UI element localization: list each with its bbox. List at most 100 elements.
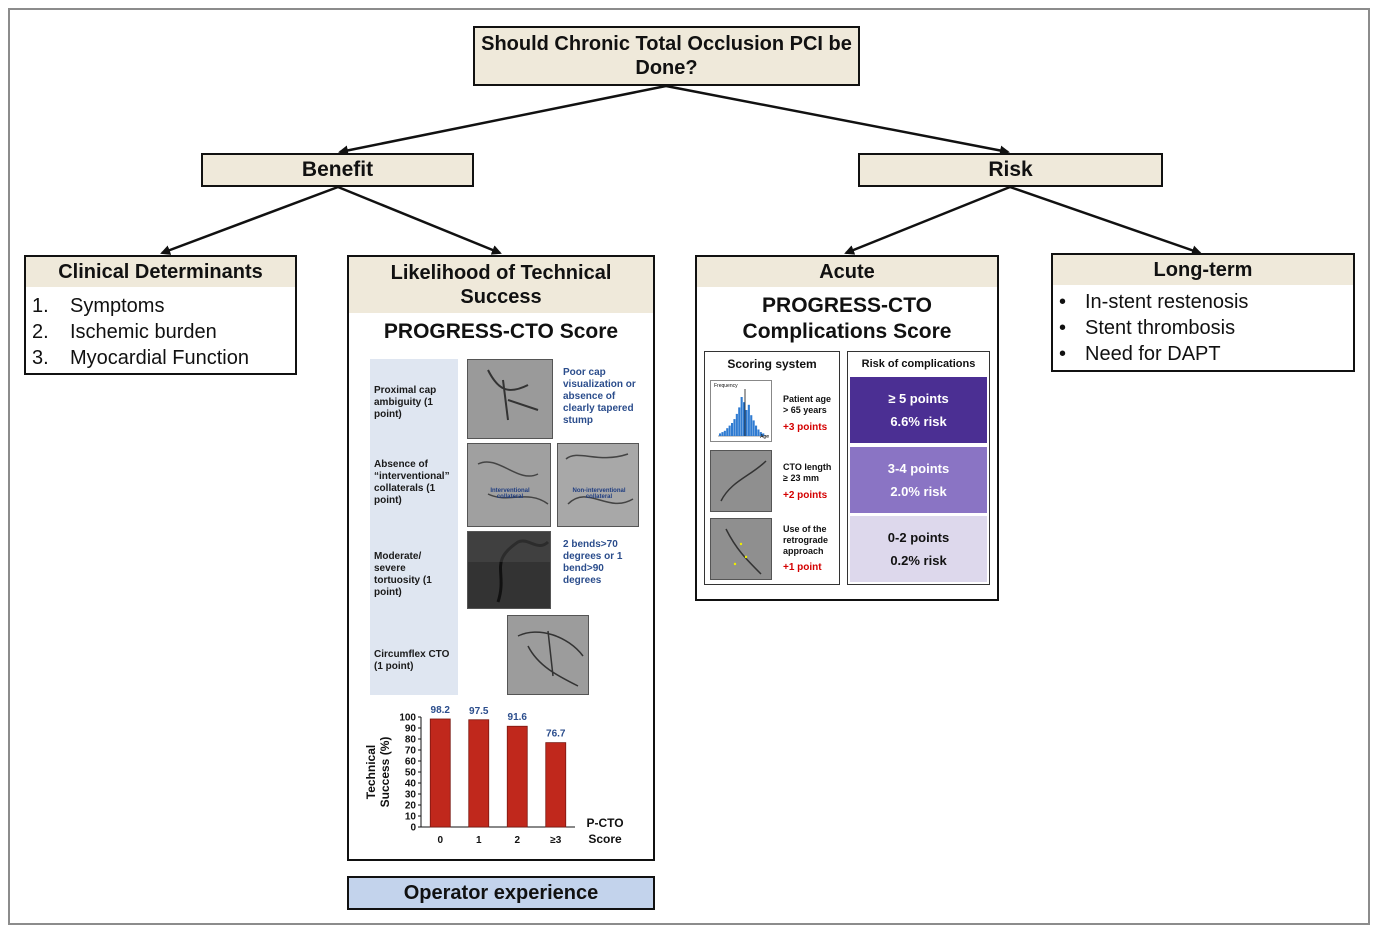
histogram-bar bbox=[762, 433, 765, 436]
technical-title: Likelihood of Technical Success bbox=[390, 262, 612, 308]
list-item: 2.Ischemic burden bbox=[32, 321, 217, 343]
x-axis-label: Score bbox=[588, 832, 622, 846]
acute-panel: PROGRESS-CTO Complications Score Scoring… bbox=[695, 287, 999, 601]
clinical-header: Clinical Determinants bbox=[24, 255, 297, 289]
scoring-item-retrograde: Use of the retrograde approach bbox=[783, 524, 829, 556]
histogram-bar bbox=[719, 433, 722, 436]
operator-experience-box: Operator experience bbox=[347, 876, 655, 910]
y-tick-label: 60 bbox=[405, 757, 417, 768]
risk-tier-low: 0-2 points 0.2% risk bbox=[850, 516, 987, 582]
risk-tier-high-risk: 6.6% risk bbox=[890, 414, 947, 429]
risk-tier-medium-risk: 2.0% risk bbox=[890, 484, 947, 499]
x-tick-label: ≥3 bbox=[550, 835, 561, 846]
risk-header: Risk of complications bbox=[861, 358, 976, 370]
x-tick-label: 2 bbox=[514, 835, 520, 846]
list-item: 1.Symptoms bbox=[32, 295, 165, 317]
technical-header: Likelihood of Technical Success bbox=[347, 255, 655, 315]
y-tick-label: 40 bbox=[405, 779, 417, 790]
top-question-text: Should Chronic Total Occlusion PCI be Do… bbox=[481, 33, 852, 79]
progress-cto-score-title: PROGRESS-CTO Score bbox=[383, 320, 619, 343]
figure-frame bbox=[8, 8, 1370, 925]
operator-experience-label: Operator experience bbox=[403, 881, 599, 904]
criterion-proximal-cap-desc: Poor cap visualization or absence of cle… bbox=[563, 367, 636, 426]
angiogram-interventional-collateral: Interventional collateral bbox=[467, 443, 551, 527]
clinical-list: 1.Symptoms 2.Ischemic burden 3.Myocardia… bbox=[32, 293, 295, 371]
longterm-header: Long-term bbox=[1051, 253, 1355, 287]
histogram-bar bbox=[757, 429, 760, 436]
angiogram-non-interventional-collateral: Non-interventional collateral bbox=[557, 443, 639, 527]
y-tick-label: 10 bbox=[405, 812, 417, 823]
y-tick-label: 70 bbox=[405, 746, 417, 757]
arrow-to-longterm bbox=[1009, 185, 1202, 256]
bar bbox=[468, 719, 490, 828]
histogram-bar bbox=[752, 420, 755, 436]
angiogram-tortuosity bbox=[467, 531, 551, 609]
criterion-tortuosity-desc: 2 bends>70 degrees or 1 bend>90 degrees bbox=[563, 539, 623, 586]
list-item: •Need for DAPT bbox=[1059, 343, 1221, 365]
arrow-to-technical bbox=[337, 185, 502, 255]
x-tick-label: 0 bbox=[437, 835, 443, 846]
list-item: •In-stent restenosis bbox=[1059, 291, 1249, 313]
acute-title: Acute bbox=[819, 261, 875, 283]
arrow-to-benefit bbox=[338, 84, 667, 156]
longterm-title: Long-term bbox=[1153, 259, 1253, 281]
y-tick-label: 0 bbox=[410, 823, 416, 834]
scoring-item-age: Patient age > 65 years bbox=[783, 394, 832, 415]
longterm-list: •In-stent restenosis •Stent thrombosis •… bbox=[1059, 289, 1353, 367]
bar bbox=[429, 718, 451, 828]
scoring-system-box: Scoring system Frequency Age Patient age… bbox=[704, 351, 840, 585]
scoring-points-cto-length: +2 points bbox=[783, 490, 828, 501]
x-axis-label: P-CTO bbox=[586, 816, 623, 830]
angiogram-proximal-cap bbox=[467, 359, 553, 439]
acute-header: Acute bbox=[695, 255, 999, 289]
y-axis-label: Success (%) bbox=[378, 737, 392, 808]
non-interventional-collateral-label: Non-interventional collateral bbox=[572, 488, 626, 500]
y-tick-label: 50 bbox=[405, 768, 417, 779]
histogram-bar bbox=[740, 397, 743, 436]
histogram-bar bbox=[721, 432, 724, 436]
risk-tier-medium: 3-4 points 2.0% risk bbox=[850, 447, 987, 513]
angiogram-circumflex bbox=[507, 615, 589, 695]
histogram-bar bbox=[735, 413, 738, 436]
y-tick-label: 20 bbox=[405, 801, 417, 812]
technical-panel: PROGRESS-CTO Score Proximal cap ambiguit… bbox=[347, 313, 655, 861]
y-tick-label: 100 bbox=[399, 713, 416, 724]
criterion-proximal-cap: Proximal cap ambiguity (1 point) bbox=[374, 385, 437, 420]
benefit-box: Benefit bbox=[201, 153, 474, 187]
clinical-title: Clinical Determinants bbox=[58, 261, 263, 283]
scoring-system-header: Scoring system bbox=[727, 357, 817, 371]
bar bbox=[506, 725, 528, 828]
histogram-bar bbox=[747, 404, 750, 436]
arrow-to-clinical bbox=[160, 185, 339, 255]
complications-score-title: PROGRESS-CTO Complications Score bbox=[742, 294, 952, 343]
histogram-bar bbox=[738, 407, 741, 436]
scoring-points-age: +3 points bbox=[783, 422, 828, 433]
top-question-box: Should Chronic Total Occlusion PCI be Do… bbox=[473, 26, 860, 86]
risk-of-complications-box: Risk of complications ≥ 5 points 6.6% ri… bbox=[847, 351, 990, 585]
histogram-bar bbox=[726, 428, 729, 436]
angiogram-retrograde bbox=[710, 518, 772, 580]
bar-value-label: 91.6 bbox=[508, 712, 528, 723]
x-tick-label: 1 bbox=[476, 835, 482, 846]
histogram-bar bbox=[733, 419, 736, 436]
risk-box: Risk bbox=[858, 153, 1163, 187]
risk-label: Risk bbox=[988, 158, 1033, 182]
bar bbox=[545, 742, 567, 828]
y-tick-label: 90 bbox=[405, 724, 417, 735]
y-tick-label: 80 bbox=[405, 735, 417, 746]
risk-tier-low-points: 0-2 points bbox=[887, 530, 950, 545]
list-item: 3.Myocardial Function bbox=[32, 347, 249, 369]
histogram-bar bbox=[723, 430, 726, 436]
histogram-x-label: Age bbox=[760, 434, 769, 440]
bar-value-label: 98.2 bbox=[431, 705, 451, 716]
criterion-collaterals: Absence of “interventional” collaterals … bbox=[374, 459, 450, 506]
benefit-label: Benefit bbox=[301, 158, 374, 182]
histogram-bar bbox=[731, 423, 734, 436]
criterion-tortuosity: Moderate/ severe tortuosity (1 point) bbox=[374, 551, 432, 598]
risk-tier-high: ≥ 5 points 6.6% risk bbox=[850, 377, 987, 443]
clinical-panel: 1.Symptoms 2.Ischemic burden 3.Myocardia… bbox=[24, 287, 297, 375]
scoring-points-retrograde: +1 point bbox=[783, 562, 822, 573]
arrow-to-risk bbox=[665, 84, 1010, 156]
list-item: •Stent thrombosis bbox=[1059, 317, 1236, 339]
